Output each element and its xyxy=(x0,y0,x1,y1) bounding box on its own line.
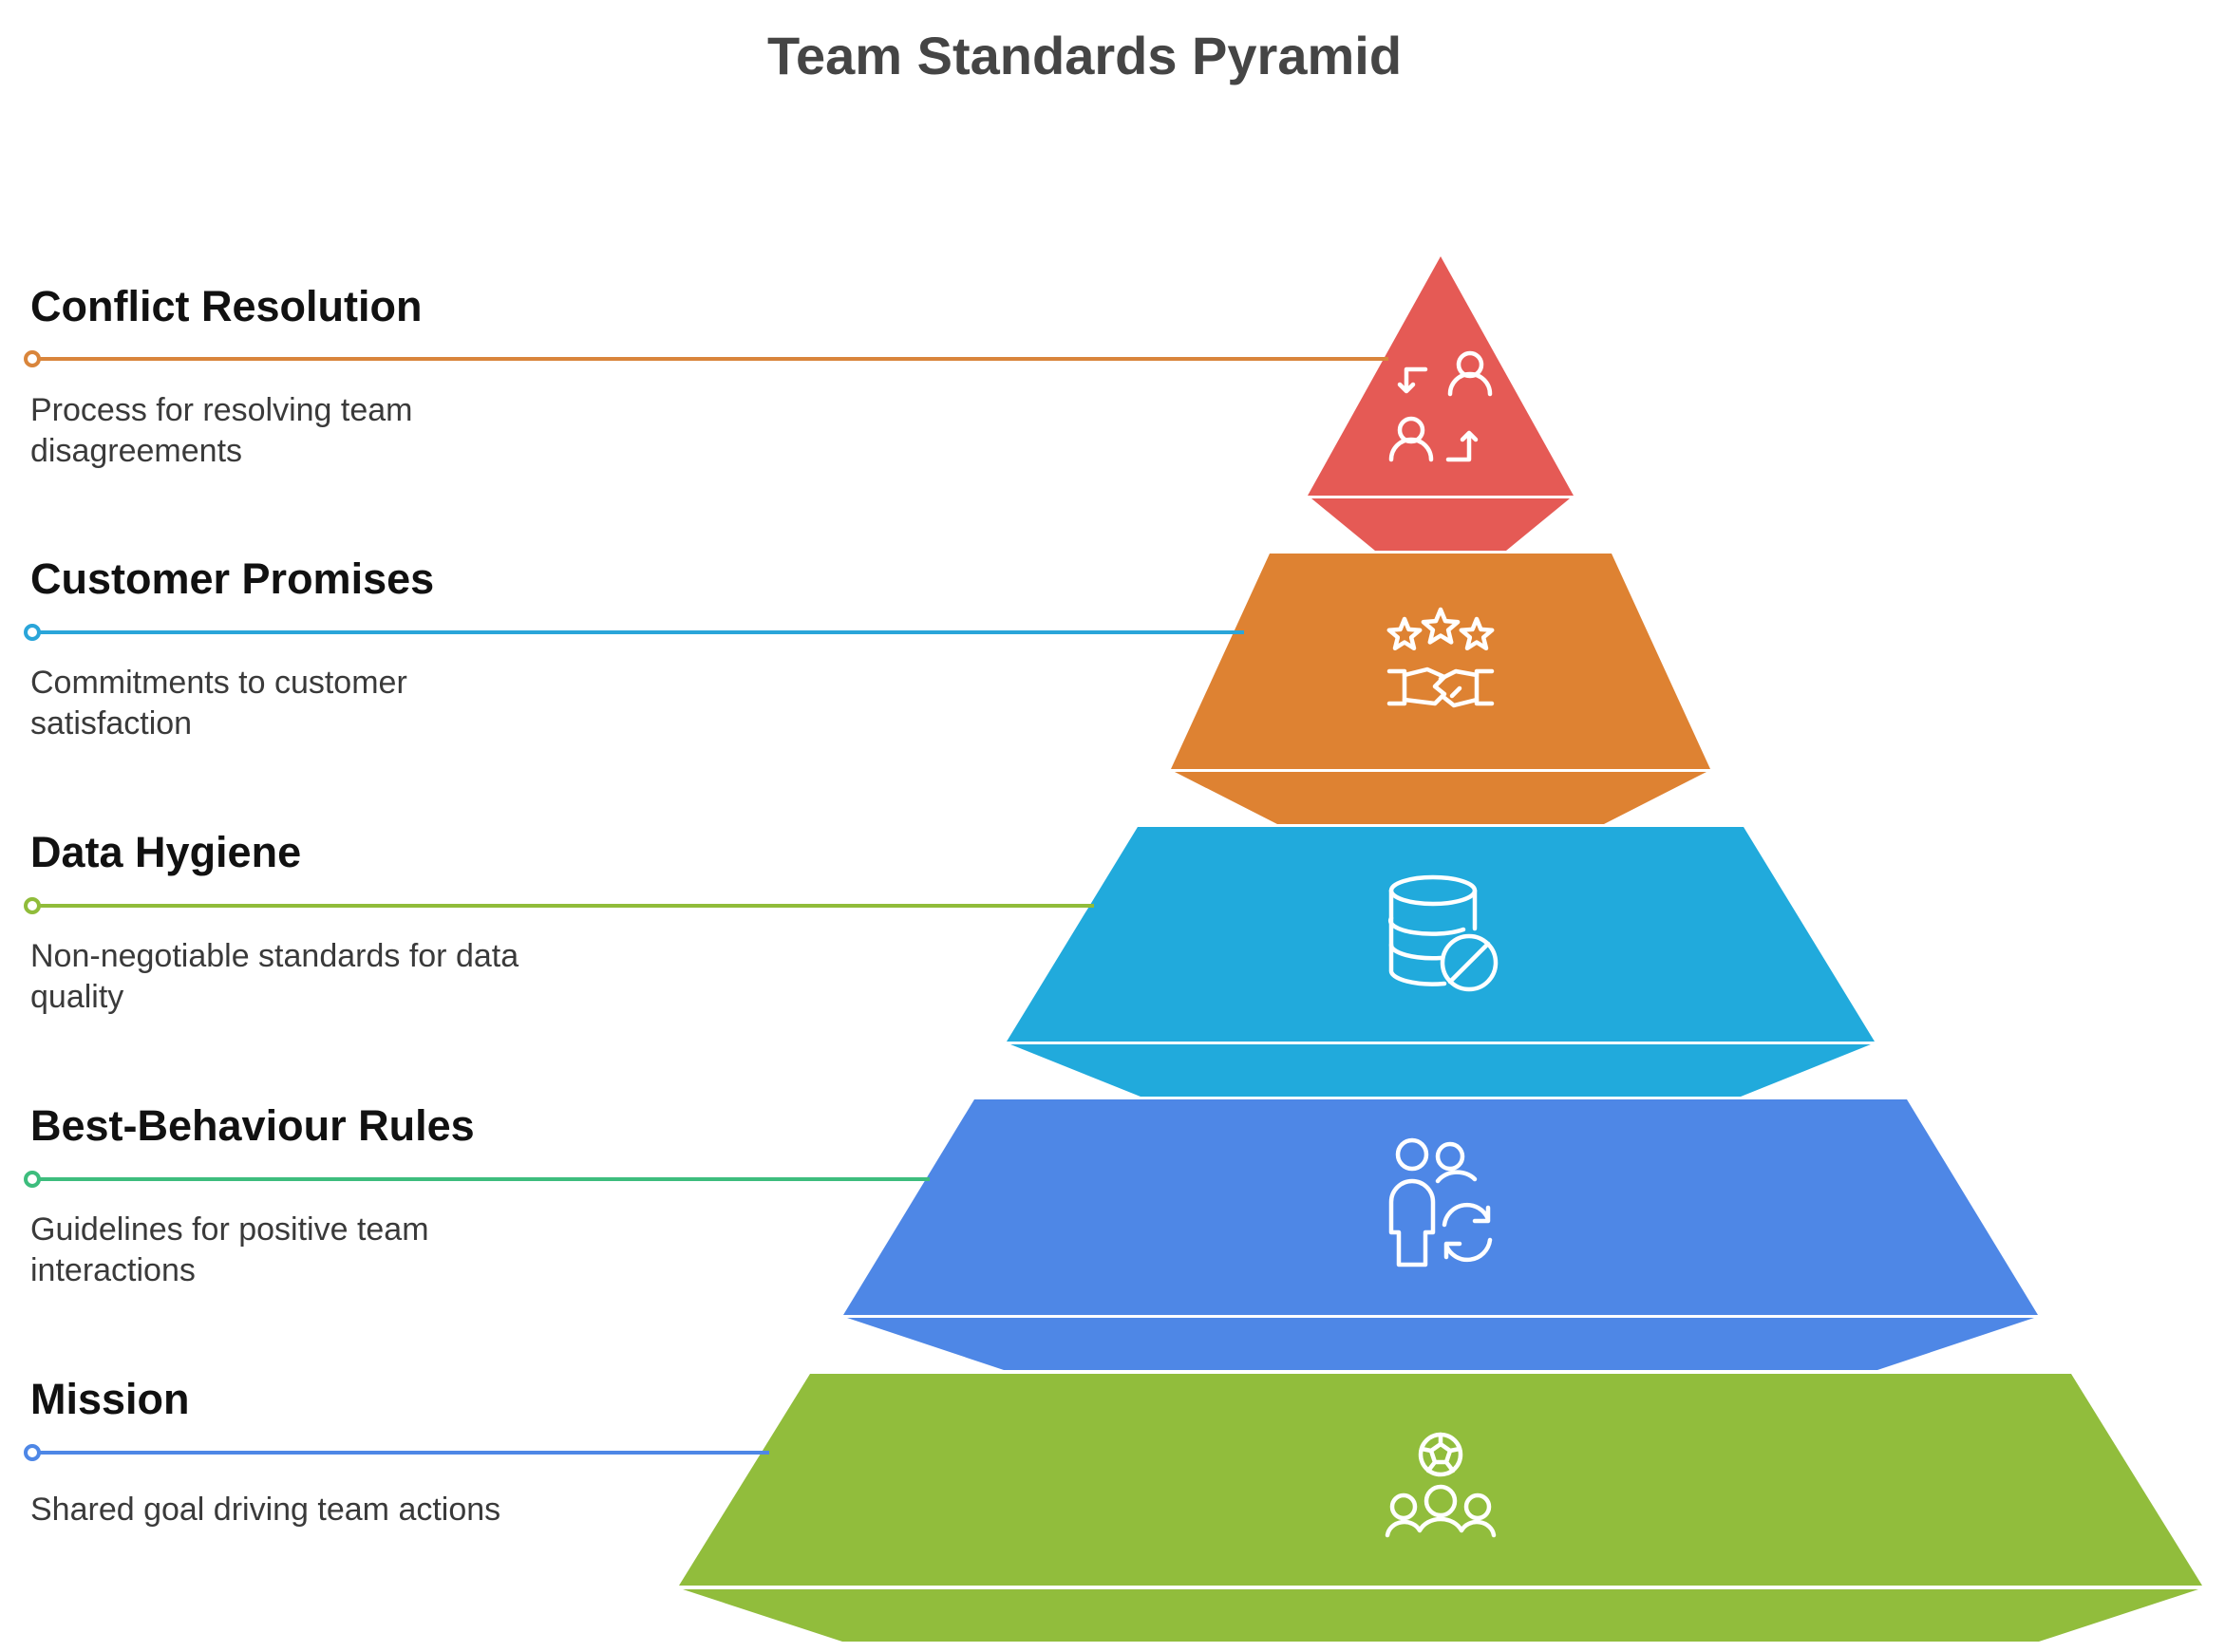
level-bevel xyxy=(683,1589,2198,1642)
connector-dot xyxy=(24,1171,41,1188)
level-description: Shared goal driving team actions xyxy=(30,1492,500,1528)
level-face xyxy=(1171,554,1710,769)
diagram-title: Team Standards Pyramid xyxy=(767,26,1402,85)
connector-dot xyxy=(24,624,41,641)
level-title: Data Hygiene xyxy=(30,828,301,876)
level-description: Commitments to customer xyxy=(30,665,407,701)
level-bevel xyxy=(1175,772,1706,824)
level-description: satisfaction xyxy=(30,705,192,742)
level-face xyxy=(679,1374,2202,1586)
level-title: Conflict Resolution xyxy=(30,282,422,330)
database-blocked-icon xyxy=(1388,874,1499,992)
connector-dot xyxy=(24,1444,41,1461)
level-description: Process for resolving team xyxy=(30,392,413,428)
level-title: Mission xyxy=(30,1375,190,1423)
stars-handshake-icon xyxy=(1386,607,1495,708)
people-cycle-icon xyxy=(1388,1137,1493,1267)
level-description: Non-negotiable standards for data xyxy=(30,938,519,974)
level-face xyxy=(1308,256,1574,496)
conflict-resolution-icon xyxy=(1388,350,1493,462)
level-bevel xyxy=(847,1318,2034,1370)
level-bevel xyxy=(1010,1044,1871,1097)
level-face xyxy=(843,1099,2038,1315)
level-description: interactions xyxy=(30,1252,196,1288)
level-description: Guidelines for positive team xyxy=(30,1211,429,1248)
level-description: quality xyxy=(30,979,123,1015)
level-bevel xyxy=(1311,498,1570,551)
level-title: Best-Behaviour Rules xyxy=(30,1101,475,1150)
level-title: Customer Promises xyxy=(30,554,434,603)
connector-dot xyxy=(24,897,41,914)
team-goal-icon xyxy=(1385,1432,1497,1538)
connector-dot xyxy=(24,350,41,367)
level-description: disagreements xyxy=(30,433,242,469)
